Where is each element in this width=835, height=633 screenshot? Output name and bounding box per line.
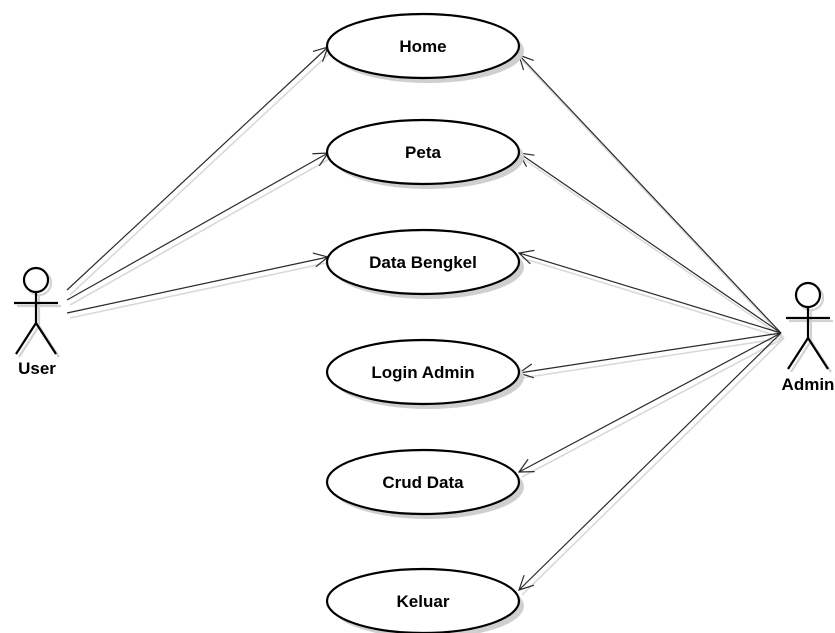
usecase-peta[interactable]: Peta	[325, 118, 524, 189]
association-admin-home	[518, 54, 785, 339]
association-user-data-bengkel	[66, 252, 332, 319]
actor-admin-label: Admin	[782, 375, 835, 394]
actor-user[interactable]: User	[14, 266, 61, 378]
usecase-data-bengkel-label: Data Bengkel	[369, 253, 477, 272]
associations	[66, 46, 785, 596]
usecase-login-admin-label: Login Admin	[371, 363, 474, 382]
arrowhead-icon	[518, 575, 535, 591]
usecase-peta-label: Peta	[405, 143, 441, 162]
actor-admin[interactable]: Admin	[782, 281, 835, 394]
user-stick-figure-icon	[14, 266, 61, 358]
association-admin-peta	[517, 152, 785, 339]
association-admin-keluar	[518, 332, 785, 596]
association-user-home	[66, 46, 332, 296]
arrowhead-icon	[517, 249, 535, 265]
usecase-keluar-label: Keluar	[397, 592, 450, 611]
association-admin-crud-data	[517, 332, 785, 478]
arrowhead-icon	[517, 458, 535, 473]
usecase-keluar[interactable]: Keluar	[325, 567, 524, 633]
usecase-data-bengkel[interactable]: Data Bengkel	[325, 228, 524, 299]
usecase-crud-data-label: Crud Data	[382, 473, 464, 492]
association-admin-data-bengkel	[517, 249, 785, 339]
usecase-crud-data[interactable]: Crud Data	[325, 448, 524, 519]
association-admin-login-admin	[517, 332, 785, 379]
usecase-home[interactable]: Home	[325, 12, 524, 83]
usecase-login-admin[interactable]: Login Admin	[325, 338, 524, 409]
actor-user-label: User	[18, 359, 56, 378]
usecase-home-label: Home	[399, 37, 446, 56]
admin-stick-figure-icon	[786, 281, 833, 373]
